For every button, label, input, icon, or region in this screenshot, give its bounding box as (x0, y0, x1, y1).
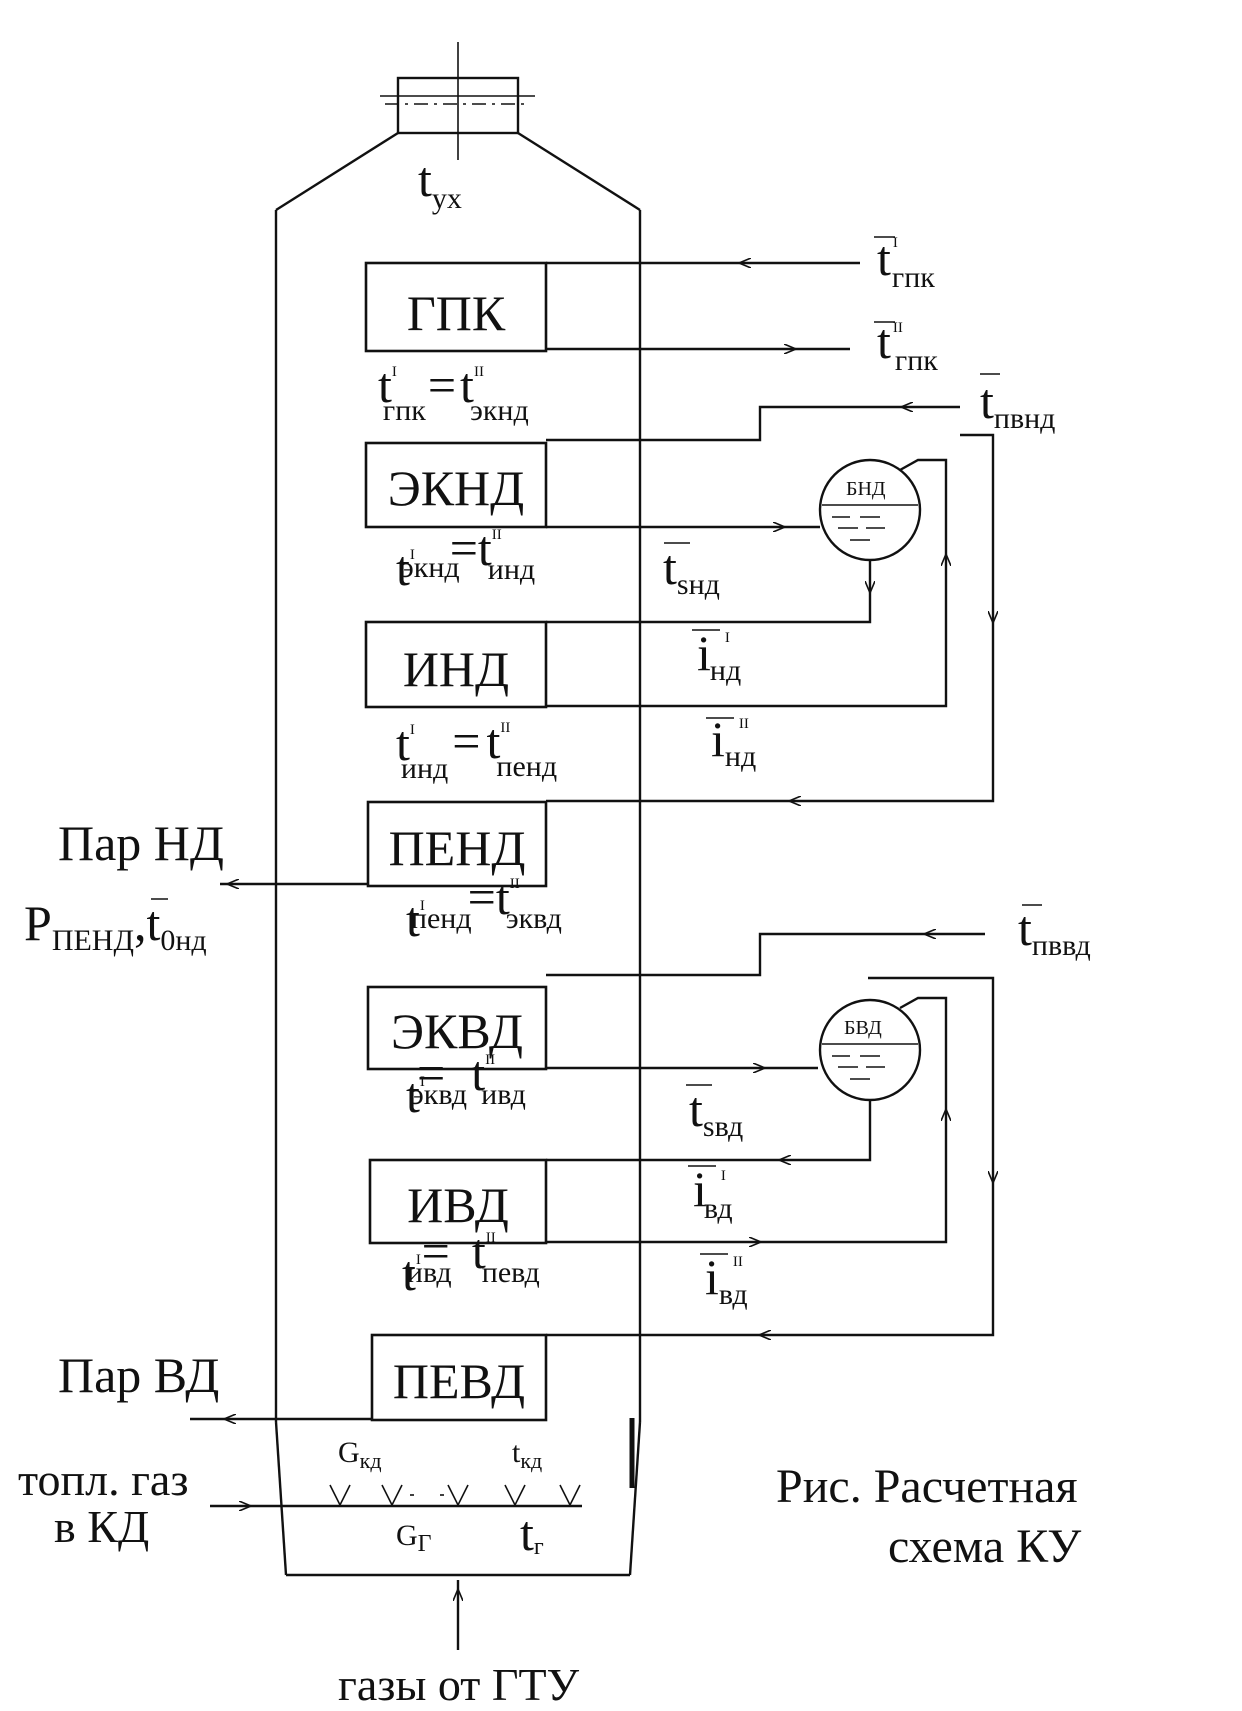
drum-bnd: БНД (818, 458, 922, 562)
svg-text:tкд: tкд (512, 1436, 542, 1473)
drum-bnd-riser-line (546, 458, 946, 708)
block-ind: ИНД (364, 620, 548, 709)
block-pend: ПЕНД (366, 800, 548, 888)
svg-text:Пар НД: Пар НД (58, 815, 224, 871)
svg-text:ПЕВД: ПЕВД (393, 1353, 525, 1409)
label-t-snd: tsнд (663, 539, 720, 601)
feedwater-nd-line (546, 407, 960, 442)
figure-caption: Рис. Расчетная схема КУ (776, 1460, 1081, 1573)
vd-steam-return-line (546, 976, 993, 1335)
svg-text:схема КУ: схема КУ (888, 1520, 1081, 1573)
boiler-casing (274, 42, 642, 1577)
svg-text:GГ: GГ (396, 1519, 432, 1557)
svg-text:tух: tух (418, 151, 462, 215)
svg-text:ЭКНД: ЭКНД (388, 460, 525, 516)
svg-text:PПЕНД,t0нд: PПЕНД,t0нд (24, 895, 207, 957)
label-steam-nd: Пар НД PПЕНД,t0нд (24, 815, 224, 957)
label-t-pvvd: tпввд (1018, 900, 1091, 962)
svg-text:ИВД: ИВД (407, 1177, 509, 1233)
label-fuel: топл. газ в КД (18, 1454, 189, 1552)
svg-text:tпввд: tпввд (1018, 900, 1091, 962)
svg-text:БВД: БВД (844, 1017, 882, 1039)
label-g-g: GГ (396, 1519, 432, 1557)
svg-text:БНД: БНД (846, 478, 886, 500)
svg-text:tг: tг (520, 1505, 544, 1561)
label-t-g: tг (520, 1505, 544, 1561)
feedwater-vd-line (546, 934, 985, 977)
nd-steam-return-line (546, 433, 993, 801)
svg-text:tsнд: tsнд (663, 539, 720, 601)
drum-bnd-downcomer-line (546, 560, 870, 624)
svg-text:tпвнд: tпвнд (980, 373, 1055, 435)
label-t-kd: tкд (512, 1436, 542, 1473)
label-t-svd: tsвд (686, 1081, 743, 1143)
svg-text:Рис. Расчетная: Рис. Расчетная (776, 1460, 1078, 1513)
drum-bvd-riser-line (546, 996, 946, 1242)
svg-text:газы от ГТУ: газы от ГТУ (338, 1659, 580, 1706)
svg-text:топл. газ: топл. газ (18, 1454, 189, 1505)
label-g-kd: Gкд (338, 1436, 382, 1473)
svg-text:ГПК: ГПК (407, 285, 506, 341)
svg-text:в КД: в КД (54, 1501, 149, 1552)
svg-text:Gкд: Gкд (338, 1436, 382, 1473)
drum-bvd-downcomer-line (546, 1100, 872, 1160)
block-ivd: ИВД (368, 1158, 548, 1245)
burner-fuel-line (210, 1484, 582, 1506)
label-t-pvnd: tпвнд (980, 373, 1055, 435)
block-ekvd: ЭКВД (366, 985, 548, 1071)
svg-text:ПЕНД: ПЕНД (389, 820, 526, 876)
block-pevd: ПЕВД (370, 1333, 548, 1422)
svg-text:tsвд: tsвд (689, 1081, 743, 1143)
label-gas-inlet: газы от ГТУ (338, 1659, 580, 1710)
exhaust-temperature-label: tух (418, 151, 462, 215)
svg-text:Пар ВД: Пар ВД (58, 1347, 219, 1403)
drum-bvd: БВД (818, 998, 922, 1102)
svg-text:ЭКВД: ЭКВД (391, 1003, 523, 1059)
label-steam-vd: Пар ВД (58, 1347, 219, 1403)
block-gpk: ГПК (364, 261, 548, 353)
svg-text:ИНД: ИНД (403, 641, 509, 697)
block-eknd: ЭКНД (364, 441, 548, 529)
